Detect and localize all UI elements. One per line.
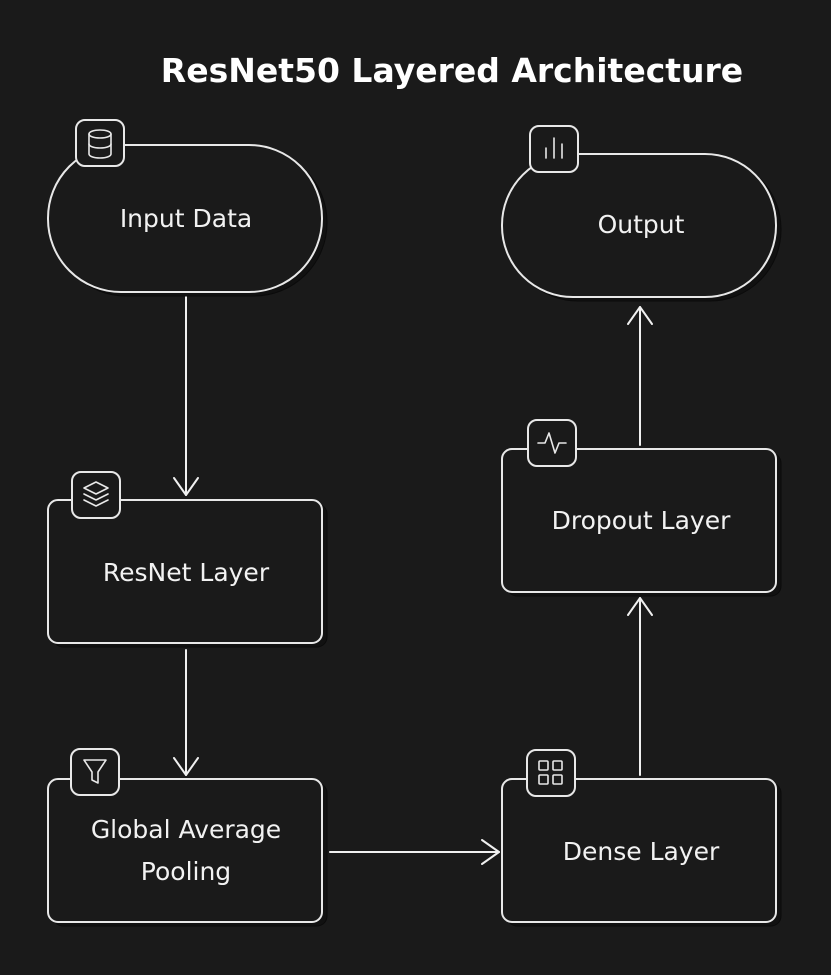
node-output-label: Output [598,210,685,239]
activity-icon [527,419,577,467]
node-dense-layer-label: Dense Layer [563,837,720,866]
node-input-data-label: Input Data [120,204,252,233]
filter-icon [70,748,120,796]
node-global-average-pooling[interactable]: Global Average Pooling [47,748,328,927]
edge-input-to-resnet [173,295,199,496]
node-input-data[interactable]: Input Data [47,119,328,297]
grid-icon [526,749,576,797]
node-dropout-layer-label: Dropout Layer [552,506,731,535]
edge-resnet-to-pooling [173,649,199,776]
edge-dense-to-dropout [627,597,653,776]
layers-icon [71,471,121,519]
node-dense-layer[interactable]: Dense Layer [501,749,782,927]
node-resnet-layer-label: ResNet Layer [103,558,270,587]
edge-pooling-to-dense [329,839,500,865]
node-resnet-layer[interactable]: ResNet Layer [47,471,328,648]
node-output[interactable]: Output [501,125,782,302]
edge-dropout-to-output [627,306,653,446]
diagram-title: ResNet50 Layered Architecture [161,51,743,90]
bar-chart-icon [529,125,579,173]
node-pooling-label-line1: Global Average [91,815,281,844]
node-dropout-layer[interactable]: Dropout Layer [501,419,782,597]
database-icon [75,119,125,167]
node-pooling-label-line2: Pooling [141,857,231,886]
